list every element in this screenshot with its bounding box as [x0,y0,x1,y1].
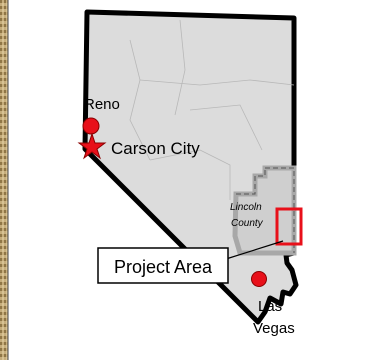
project-area-callout: Project Area [97,247,229,284]
reno-label: Reno [84,96,120,113]
las-vegas-marker [251,271,267,287]
las-vegas-label-line2: Vegas [253,320,295,337]
county-boundaries [129,19,295,200]
callout-pointer [225,240,284,260]
lincoln-county-label-line2: County [231,218,264,229]
project-area-box [275,207,303,246]
project-area-label: Project Area [114,257,213,277]
las-vegas-label-line1: Las [258,298,282,315]
reno-marker [82,117,100,135]
carson-city-label: Carson City [111,139,200,158]
lincoln-county-label-line1: Lincoln [230,202,262,213]
carson-city-star-icon [77,132,107,160]
left-image-strip [0,0,9,360]
lincoln-county-inner-line [236,167,295,253]
